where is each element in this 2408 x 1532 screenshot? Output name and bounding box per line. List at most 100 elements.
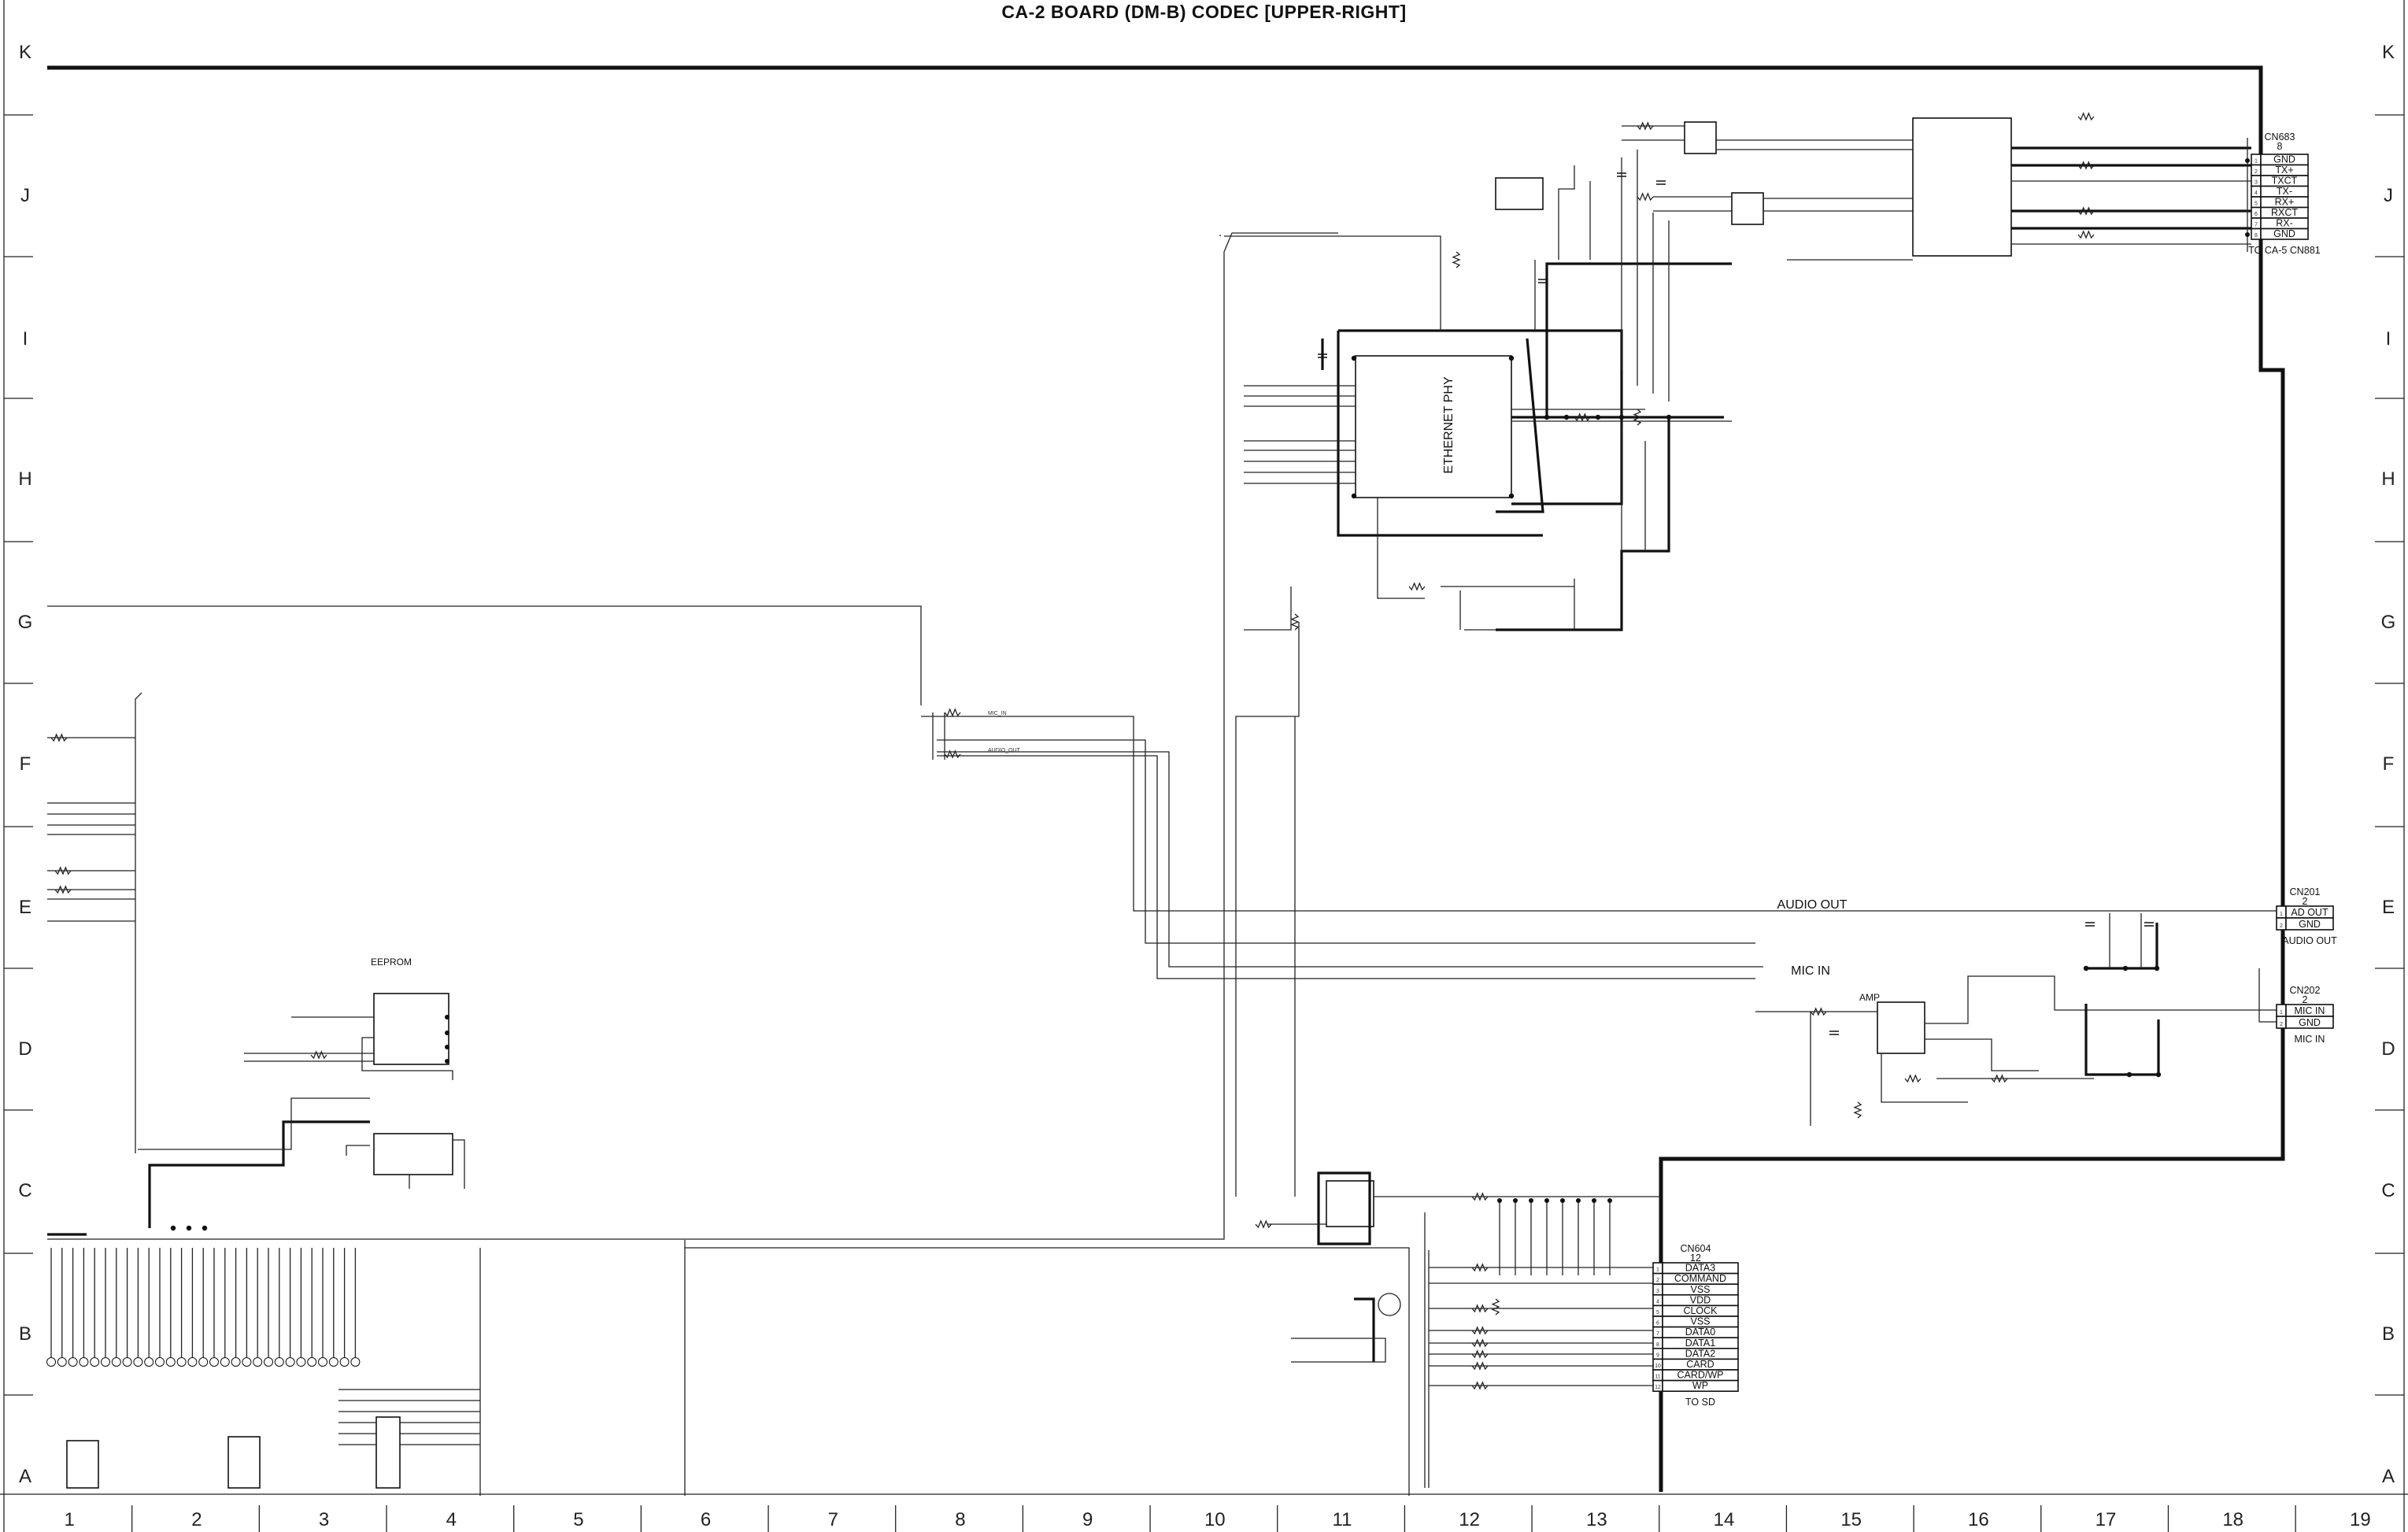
connector-signal: RX- (2276, 218, 2293, 229)
row-label-right: H (2381, 468, 2395, 490)
row-label-left: C (18, 1180, 31, 1201)
connector-signal: AD OUT (2291, 907, 2328, 918)
grid-ticks (4, 114, 2404, 1532)
connector-signal: GND (2299, 919, 2321, 930)
row-label-right: E (2382, 897, 2395, 918)
connector-pin-number: 3 (2254, 180, 2258, 186)
connector-destination: AUDIO OUT (2282, 935, 2337, 946)
row-label-right: K (2382, 42, 2395, 63)
connector-signal: CLOCK (1683, 1305, 1718, 1316)
connector-ref: CN683 (2265, 131, 2295, 142)
row-label-right: C (2381, 1180, 2395, 1201)
row-label-right: D (2381, 1038, 2395, 1060)
column-label: 15 (1840, 1509, 1862, 1530)
connector-pin-number: 2 (1656, 1278, 1659, 1283)
connector-signal: DATA0 (1685, 1327, 1715, 1338)
connector-pin-number: 2 (2280, 923, 2283, 929)
eeprom-label: EEPROM (371, 957, 412, 968)
connector-pin-number: 1 (1656, 1267, 1659, 1273)
column-label: 13 (1586, 1509, 1607, 1530)
column-label: 12 (1459, 1509, 1480, 1530)
connector-destination: TO CA-5 CN881 (2248, 245, 2321, 256)
minor-components (50, 112, 2162, 1390)
column-label: 1 (65, 1509, 75, 1530)
connector-signal: DATA3 (1685, 1263, 1715, 1274)
row-label-left: D (18, 1038, 31, 1060)
row-label-right: J (2384, 185, 2393, 206)
column-label: 8 (955, 1509, 965, 1530)
row-label-right: A (2382, 1466, 2395, 1487)
connector-signal: DATA2 (1685, 1348, 1715, 1359)
connector-pin-number: 3 (1656, 1289, 1659, 1294)
row-label-left: B (19, 1323, 31, 1345)
audio-wiring (921, 712, 2277, 979)
row-label-right: B (2382, 1323, 2395, 1345)
connector-signal: GND (2273, 154, 2295, 165)
row-label-left: J (20, 185, 30, 206)
bottom-pin-row (46, 1248, 480, 1445)
column-label: 14 (1714, 1509, 1735, 1530)
column-label: 5 (573, 1509, 583, 1530)
connector-pin-number: 5 (2254, 202, 2258, 207)
row-label-right: I (2386, 328, 2391, 350)
ethernet-transformer (1495, 117, 2251, 402)
connector-ref: CN201 (2290, 886, 2321, 897)
connector-ref: CN604 (1681, 1243, 1711, 1254)
regulator-block (346, 1133, 465, 1189)
column-label: 18 (2222, 1509, 2243, 1530)
column-label: 19 (2350, 1509, 2371, 1530)
mic-in-label: MIC IN (1791, 964, 1830, 978)
connector-signal: RXCT (2271, 207, 2298, 218)
connector-pin-number: 1 (2254, 159, 2258, 165)
connector-pin-number: 4 (2254, 191, 2258, 196)
column-label: 6 (701, 1509, 711, 1530)
amp-label: AMP (1859, 992, 1880, 1003)
row-label-left: F (20, 753, 31, 775)
connector-pin-count: 12 (1690, 1253, 1701, 1264)
bottom-left-ics (66, 1416, 401, 1489)
connector-signal: GND (2273, 228, 2295, 239)
column-label: 16 (1968, 1509, 1989, 1530)
connector-signal: MIC IN (2295, 1005, 2325, 1016)
connector-destination: TO SD (1685, 1397, 1715, 1408)
connector-signal: CARD (1686, 1359, 1714, 1370)
amp-block (1755, 913, 2277, 1126)
page-title: CA-2 BOARD (DM-B) CODEC [UPPER-RIGHT] (1001, 2, 1407, 22)
connector-ref: CN202 (2290, 985, 2321, 996)
connector-pin-number: 2 (2280, 1022, 2283, 1027)
column-label: 10 (1204, 1509, 1226, 1530)
connector-pin-number: 2 (2254, 169, 2258, 175)
column-label: 4 (446, 1509, 457, 1530)
sd-data-lines (1429, 1198, 1653, 1386)
sd-card-block (1267, 1171, 1661, 1488)
connector-signal: COMMAND (1674, 1273, 1726, 1284)
connector-signal: TX- (2277, 186, 2292, 197)
connector-pin-number: 6 (1656, 1321, 1659, 1327)
connector-destination: MIC IN (2295, 1034, 2325, 1045)
connector-signal: VDD (1690, 1294, 1711, 1305)
row-label-left: K (19, 42, 31, 63)
ethernet-phy-block (1219, 165, 1732, 631)
left-signal-lines (47, 737, 135, 922)
column-label: 7 (828, 1509, 838, 1530)
connector-pin-number: 1 (2280, 912, 2283, 917)
connector-pin-number: 7 (1656, 1331, 1659, 1337)
audio-out-net-label: AUDIO_OUT (988, 748, 1021, 753)
connector-signal: GND (2299, 1017, 2321, 1028)
connector-pin-count: 2 (2303, 994, 2308, 1005)
eeprom-block (244, 993, 453, 1080)
connector-pin-number: 12 (1655, 1385, 1661, 1390)
column-label: 11 (1333, 1509, 1352, 1530)
connector-pin-number: 7 (2254, 223, 2258, 228)
connector-pin-number: 11 (1655, 1375, 1660, 1380)
connector-pin-number: 9 (1656, 1353, 1659, 1358)
power-bus (47, 65, 2285, 1492)
connector-pin-count: 8 (2277, 141, 2283, 152)
ethernet-phy-label: ETHERNET PHY (1442, 376, 1456, 474)
